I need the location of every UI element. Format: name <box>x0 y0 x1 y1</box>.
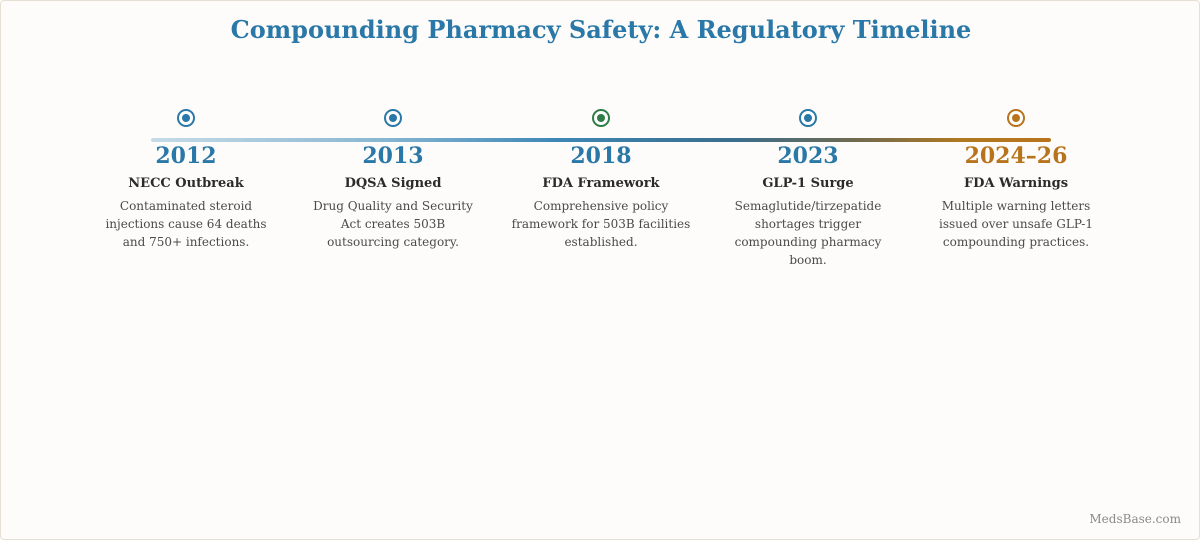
page-title: Compounding Pharmacy Safety: A Regulator… <box>230 15 972 44</box>
timeline-marker-icon <box>1007 109 1025 127</box>
site-watermark: MedsBase.com <box>1089 512 1181 526</box>
event-headline: DQSA Signed <box>344 176 442 191</box>
timeline-marker-icon <box>799 109 817 127</box>
timeline-marker-icon <box>384 109 402 127</box>
timeline-event-2012: 2012 NECC Outbreak Contaminated steroid … <box>96 109 276 251</box>
event-description: Comprehensive policy framework for 503B … <box>511 199 691 249</box>
timeline-event-2024-26: 2024–26 FDA Warnings Multiple warning le… <box>926 109 1106 251</box>
event-year: 2023 <box>777 143 839 169</box>
event-headline: FDA Framework <box>542 176 660 191</box>
timeline-axis-line <box>151 138 1051 142</box>
event-description: Contaminated steroid injections cause 64… <box>105 199 267 249</box>
event-headline: GLP-1 Surge <box>762 176 854 191</box>
event-description: Semaglutide/tirzepatide shortages trigge… <box>734 199 882 267</box>
timeline-marker-icon <box>177 109 195 127</box>
timeline-event-2023: 2023 GLP-1 Surge Semaglutide/tirzepatide… <box>718 109 898 269</box>
timeline-marker-icon <box>592 109 610 127</box>
event-headline: NECC Outbreak <box>128 176 244 191</box>
event-description: Multiple warning letters issued over uns… <box>939 199 1093 249</box>
timeline-event-2018: 2018 FDA Framework Comprehensive policy … <box>511 109 691 251</box>
event-year: 2012 <box>155 143 217 169</box>
event-year: 2024–26 <box>964 143 1068 169</box>
event-headline: FDA Warnings <box>963 176 1069 191</box>
timeline-event-2013: 2013 DQSA Signed Drug Quality and Securi… <box>303 109 483 251</box>
event-year: 2013 <box>362 143 424 169</box>
event-year: 2018 <box>570 143 632 169</box>
event-description: Drug Quality and Security Act creates 50… <box>313 199 473 249</box>
